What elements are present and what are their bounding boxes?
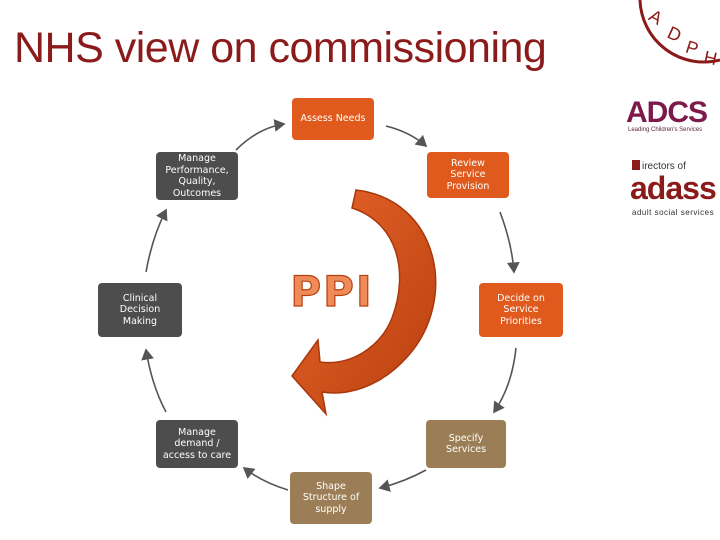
node-manage-performance-label: Manage Performance, Quality, Outcomes [165,153,229,199]
node-review-label: Review Service Provision [446,157,490,192]
connector-review-to-decide [499,211,520,274]
adcs-tagline: Leading Children's Services [628,127,703,133]
slide-title: NHS view on commissioning [14,24,547,72]
node-review-service-provision: Review Service Provision [427,152,509,198]
adcs-logo: ADCS Leading Children's Services [626,96,710,142]
adass-prefix-text: irectors of [642,161,686,172]
node-shape-structure: Shape Structure of supply [290,472,372,524]
adass-logo: irectors of adass adult social services [628,160,718,220]
node-clinical-decision-making: Clinical Decision Making [98,283,182,337]
node-specify-label: Specify Services [445,432,487,456]
node-specify-services: Specify Services [426,420,506,468]
adph-logo: A D P H [638,0,720,69]
adcs-wordmark: ADCS [626,96,708,129]
node-assess-needs: Assess Needs [292,98,374,140]
node-decide-label: Decide on Service Priorities [497,292,545,327]
adph-letter-p: P [683,37,701,60]
connector-managedemand-to-clinical [141,348,167,413]
ppi-curved-arrow [291,189,437,417]
adass-prefix: irectors of [632,160,686,172]
adass-d-block-icon [632,160,640,170]
ppi-label: PPI [290,267,373,316]
connector-manageperf-to-assess [235,119,286,151]
connector-assess-to-review [385,125,428,148]
connector-clinical-to-manageperf [145,208,168,273]
node-clinical-label: Clinical Decision Making [119,292,161,327]
node-manage-demand-label: Manage demand / access to care [162,426,232,461]
node-manage-performance: Manage Performance, Quality, Outcomes [156,152,238,200]
connector-shape-to-managedemand [242,467,289,491]
node-manage-demand: Manage demand / access to care [156,420,238,468]
connector-decide-to-specify [493,347,517,414]
connector-specify-to-shape [378,469,427,492]
node-decide-priorities: Decide on Service Priorities [479,283,563,337]
adass-wordmark: adass [630,170,717,206]
node-assess-needs-label: Assess Needs [300,113,366,125]
adass-tagline: adult social services [632,208,715,217]
adph-letter-h: H [702,47,719,69]
node-shape-label: Shape Structure of supply [302,480,360,515]
